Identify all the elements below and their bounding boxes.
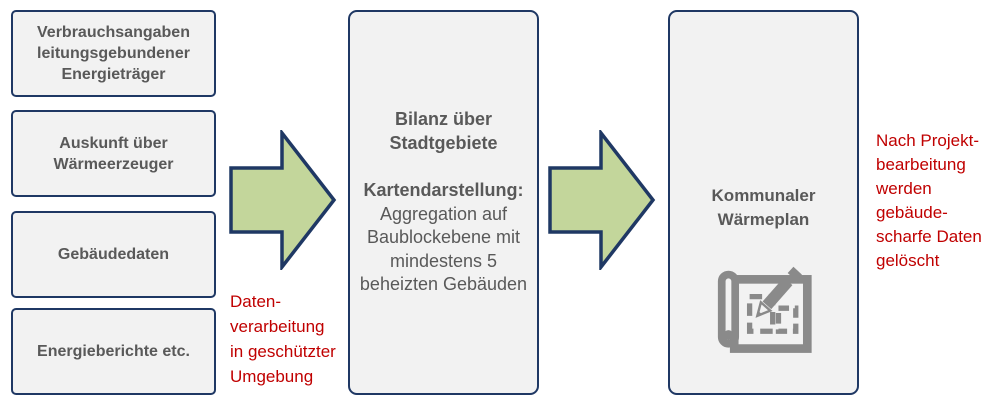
arrow-right-icon <box>548 127 656 273</box>
source-box-label: Energieberichte etc. <box>37 343 190 360</box>
source-box-label: Verbrauchsangaben leitungsgebundener Ene… <box>37 24 190 83</box>
result-box: Kommunaler Wärmeplan <box>668 10 859 395</box>
source-box-waermeerzeuger: Auskunft über Wärmeerzeuger <box>11 110 216 197</box>
arrow-right-icon <box>229 127 337 273</box>
source-box-verbrauchsangaben: Verbrauchsangaben leitungsgebundener Ene… <box>11 10 216 97</box>
process-box: Bilanz über Stadtgebiete Kartendarstellu… <box>348 10 539 395</box>
blueprint-pencil-icon <box>717 266 812 353</box>
process-box-title: Bilanz über Stadtgebiete <box>389 109 498 153</box>
process-box-body: Aggregation auf Baublockebene mit mindes… <box>359 203 528 295</box>
note-data-deletion: Nach Projekt- bearbeitung werden gebäude… <box>876 131 982 270</box>
source-box-gebaeudedaten: Gebäudedaten <box>11 211 216 298</box>
result-box-title: Kommunaler Wärmeplan <box>711 186 816 229</box>
flow-arrow-2 <box>547 127 657 273</box>
process-box-subtitle: Kartendarstellung: <box>363 180 524 201</box>
flow-arrow-1 <box>228 127 338 273</box>
source-box-label: Auskunft über Wärmeerzeuger <box>53 134 174 173</box>
source-box-energieberichte: Energieberichte etc. <box>11 308 216 395</box>
note-data-processing: Daten- verarbeitung in geschützter Umgeb… <box>230 292 336 386</box>
source-box-label: Gebäudedaten <box>57 246 170 263</box>
